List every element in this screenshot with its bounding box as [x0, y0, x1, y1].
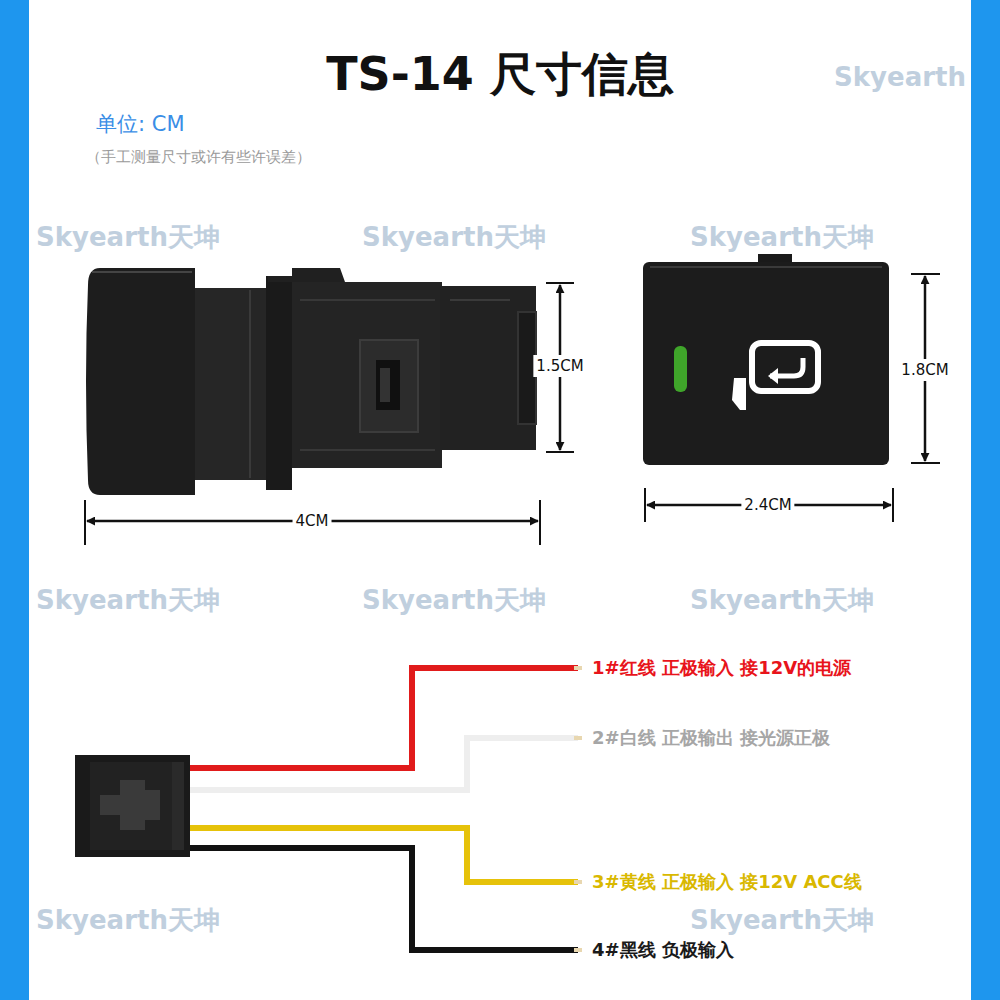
wire-label: 3#黄线 正极输入 接12V ACC线 [592, 871, 862, 893]
unit-note: 单位: CM [96, 112, 185, 137]
watermark: Skyearth天坤 [36, 905, 220, 936]
dimension-label: 1.5CM [533, 355, 586, 377]
dimension-line [85, 500, 540, 545]
dimension-line [645, 488, 893, 522]
side-bar [0, 0, 29, 1000]
wire-label: 1#红线 正极输入 接12V的电源 [592, 657, 851, 679]
watermark: Skyearth [834, 62, 966, 93]
wire-label: 4#黑线 负极输入 [592, 939, 734, 961]
connector-plug [75, 755, 190, 857]
watermark: Skyearth天坤 [690, 222, 874, 253]
dimension-label: 1.8CM [898, 359, 951, 381]
watermark: Skyearth天坤 [362, 222, 546, 253]
watermark: Skyearth天坤 [690, 905, 874, 936]
wire-harness [185, 668, 582, 950]
measure-note: （手工测量尺寸或许有些许误差） [86, 148, 311, 166]
watermark: Skyearth天坤 [36, 222, 220, 253]
switch-side-view [86, 268, 536, 495]
wire-label: 2#白线 正极输出 接光源正极 [592, 727, 830, 749]
side-bar [971, 0, 1000, 1000]
dimension-label: 4CM [293, 510, 332, 532]
watermark: Skyearth天坤 [362, 585, 546, 616]
watermark: Skyearth天坤 [36, 585, 220, 616]
page-title: TS-14 尺寸信息 [326, 47, 674, 102]
dimension-label: 2.4CM [741, 494, 794, 516]
indicator-led [674, 346, 687, 392]
watermark: Skyearth天坤 [690, 585, 874, 616]
switch-front-view [643, 254, 889, 465]
